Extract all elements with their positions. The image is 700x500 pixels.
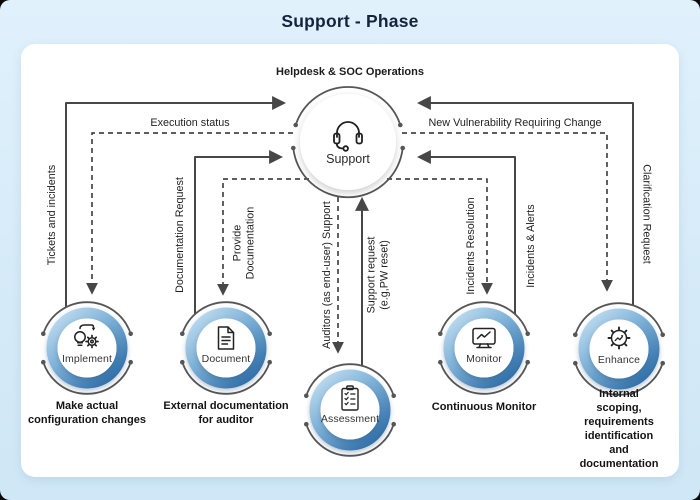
- flow-support-to-monitor-line: [387, 178, 493, 295]
- flow-enhance-to-support-line: [416, 96, 634, 305]
- document-caption: External documentation for auditor: [163, 400, 289, 426]
- implement-node-label: Implement: [62, 352, 112, 365]
- implement-node: [41, 302, 133, 394]
- execution-status-label: Execution status: [150, 116, 230, 129]
- enhance-caption: Internal scoping, requirements identific…: [579, 388, 659, 470]
- implement-caption: Make actual configuration changes: [28, 400, 146, 426]
- enhance-node-label: Enhance: [597, 353, 641, 366]
- auditors-support-label: Auditors (as end-user) Support: [320, 201, 333, 349]
- flow-support-to-implement-line: [86, 132, 293, 295]
- document-icon: [217, 326, 235, 350]
- flow-implement-to-support-line: [65, 96, 287, 307]
- page-title: Support - Phase: [281, 11, 419, 31]
- incidents-resolution-label: Incidents Resolution: [464, 197, 477, 295]
- assessment-node-label: Assessment: [320, 412, 380, 425]
- monitor-chart-icon: [472, 327, 496, 349]
- monitor-node-label: Monitor: [466, 352, 502, 365]
- clarification-request-label: Clarification Request: [640, 164, 653, 264]
- connectors: [65, 96, 634, 366]
- flow-document-to-support-line: [194, 150, 284, 314]
- document-node-label: Document: [201, 352, 251, 365]
- flow-support-to-enhance-line: [402, 132, 613, 292]
- headset-icon: [333, 121, 363, 152]
- monitor-caption: Continuous Monitor: [431, 401, 537, 413]
- document-node: [180, 302, 272, 394]
- flow-monitor-to-support-line: [416, 150, 516, 314]
- lightbulb-gear-icon: [74, 324, 99, 349]
- documentation-request-label: Documentation Request: [173, 177, 186, 293]
- provide-documentation-label: Provide Documentation: [231, 206, 257, 280]
- incidents-alerts-label: Incidents & Alerts: [524, 204, 537, 288]
- tickets-incidents-label: Tickets and incidents: [45, 164, 58, 266]
- support-header-label: Helpdesk & SOC Operations: [276, 65, 424, 78]
- clipboard-checklist-icon: [341, 385, 359, 411]
- support-request-label: Support request (e.g,PW reset): [365, 236, 391, 314]
- flow-support-to-document-line: [217, 178, 309, 296]
- gear-growth-icon: [607, 326, 631, 350]
- new-vulnerability-label: New Vulnerability Requiring Change: [428, 116, 602, 129]
- support-node: [291, 86, 405, 199]
- support-node-label: Support: [326, 151, 370, 166]
